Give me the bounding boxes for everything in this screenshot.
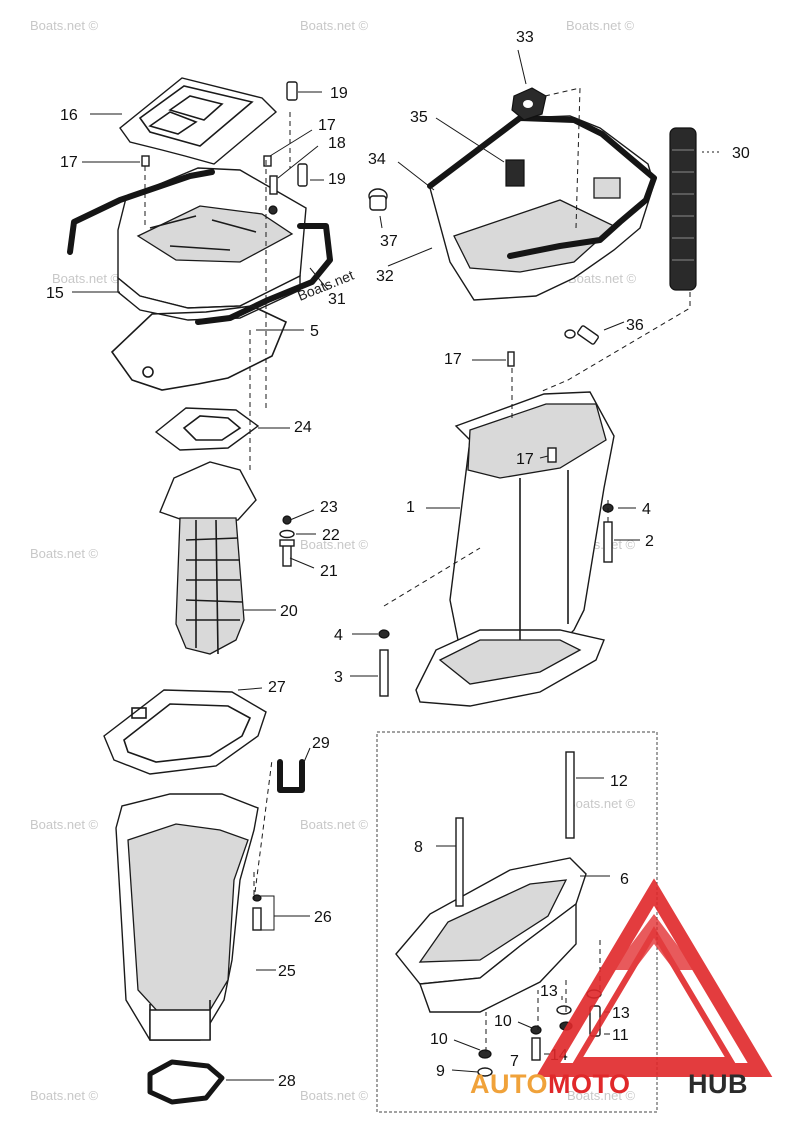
callout-1: 1 [406,499,415,516]
callout-19: 19 [330,85,348,102]
callout-16: 16 [60,107,78,124]
callout-20: 20 [280,603,298,620]
callout-21: 21 [320,563,338,580]
callout-8: 8 [414,839,423,856]
callout-11: 11 [612,1027,629,1044]
part-6-spacer-plate [395,857,587,1013]
callout-10: 10 [430,1031,448,1048]
top-small-fasteners [141,81,308,215]
part-17-pin [507,351,515,367]
callout-26: 26 [314,909,332,926]
callout-13: 13 [540,983,558,1000]
callout-35: 35 [410,109,428,126]
part-35-pad [505,159,525,187]
callout-25: 25 [278,963,296,980]
part-28-seal [147,1059,225,1105]
callout-31: 31 [328,291,346,308]
part-24-flange [154,407,260,451]
watermark: Boats.net © [30,817,99,832]
callout-3: 3 [334,669,343,686]
alignment-lines [144,87,722,1052]
part-16-plate [119,77,278,165]
callout-24: 24 [294,419,312,436]
part-26-bolt [252,894,262,931]
callout-29: 29 [312,735,330,752]
part-34-lower-cover [427,115,657,301]
callout-12: 12 [610,773,628,790]
part-37-plug [368,188,388,211]
callout-17: 17 [60,154,78,171]
callout-30: 30 [732,145,750,162]
callout-9: 9 [436,1063,445,1080]
callout-34: 34 [368,151,386,168]
callout-5: 5 [310,323,319,340]
callout-4: 4 [334,627,343,644]
callout-36: 36 [626,317,644,334]
parts-21-23-fasteners [279,515,295,567]
callout-13: 13 [612,1005,630,1022]
callout-15: 15 [46,285,64,302]
gasket-hole [142,366,154,378]
callout-32: 32 [376,268,394,285]
watermark: Boats.net © [300,18,369,33]
watermark: Boats.net © [567,1088,636,1103]
callout-17: 17 [318,117,336,134]
triangle-logo-icon [535,878,773,1077]
part-20-exhaust-tube [159,461,257,655]
callout-23: 23 [320,499,338,516]
watermark: Boats.net © [30,546,99,561]
part-5-gasket [110,305,288,391]
callout-4: 4 [642,501,651,518]
watermark: Boats.net © [568,271,637,286]
parts-2-4-fasteners [378,503,614,697]
callout-numbers: 19 16 17 18 17 19 15 31 5 24 23 22 21 20… [46,29,750,1090]
watermark: Boats.net © [30,1088,99,1103]
callout-7: 7 [510,1053,519,1070]
callout-19: 19 [328,171,346,188]
part-31-seal-strip [67,169,333,325]
callout-33: 33 [516,29,534,46]
callout-2: 2 [645,533,654,550]
watermark: Boats.net © [300,1088,369,1103]
callout-28: 28 [278,1073,296,1090]
callout-18: 18 [328,135,346,152]
watermark: Boats.net © [566,18,635,33]
callout-6: 6 [620,871,629,888]
callout-27: 27 [268,679,286,696]
part-17-pin [547,447,557,463]
watermark: Boats.net © [30,18,99,33]
part-36-bolt [564,325,599,345]
part-25-sleeve [115,793,259,1041]
part-1-driveshaft-housing [415,391,615,707]
leader-lines [72,49,640,1081]
callout-17: 17 [516,451,534,468]
part-15-body [117,167,307,321]
part-33-grommet [511,87,547,121]
parts-8-12-studs [455,751,575,907]
watermark: Boats.net © [300,537,369,552]
part-29-clip [277,759,305,793]
watermark: Boats.net © [300,817,369,832]
callout-37: 37 [380,233,398,250]
logo-text-moto: MOTO [548,1069,631,1099]
logo-text-hub: HUB [688,1069,748,1099]
watermark: Boats.net © [567,796,636,811]
watermark: Boats.net © [52,271,121,286]
callout-22: 22 [322,527,340,544]
part-30-tube [669,127,697,291]
automotohub-logo: AUTO MOTO HUB [470,878,773,1099]
part-27-gasket [103,689,267,775]
logo-text-auto: AUTO [470,1069,548,1099]
callout-17: 17 [444,351,462,368]
callout-10: 10 [494,1013,512,1030]
